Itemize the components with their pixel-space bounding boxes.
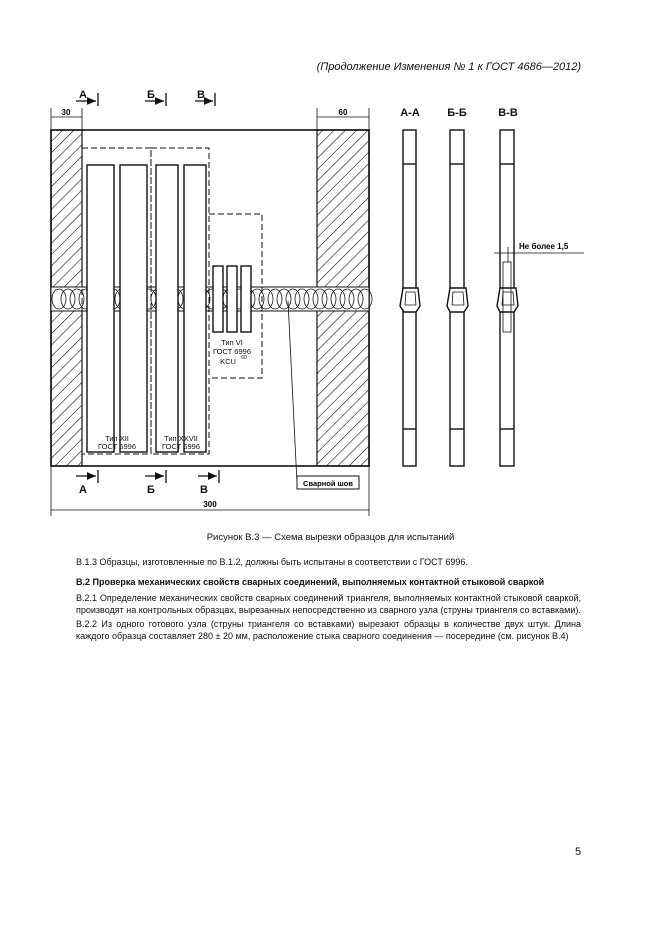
section-label-bottom-b: Б [147, 484, 155, 496]
paragraph-b21: В.2.1 Определение механических свойств с… [76, 593, 581, 615]
dimension-right [316, 108, 370, 130]
section-markers-bottom [76, 470, 220, 483]
dimension-total [50, 466, 370, 516]
note-max-leader [494, 247, 584, 262]
section-view-aa [399, 129, 421, 467]
dimension-total-value: 300 [203, 500, 217, 509]
section-markers-top [76, 93, 216, 106]
view-title-aa: А-А [400, 107, 420, 119]
weld-label: Сварной шов [303, 479, 353, 488]
specimens-type-xii [86, 164, 148, 453]
page-number: 5 [575, 846, 582, 858]
label-tip-vi-2: ГОСТ 6996 [213, 347, 251, 356]
note-max: Не более 1,5 [519, 242, 569, 251]
dimension-left-value: 30 [62, 108, 71, 117]
label-tip-xii-2: ГОСТ 6996 [98, 442, 136, 451]
specimens-type-vi [212, 265, 252, 333]
view-title-bb: Б-Б [447, 107, 467, 119]
cut-zone-1 [81, 147, 152, 455]
section-label-bottom-v: В [200, 484, 208, 496]
dimension-left [50, 108, 83, 130]
dimension-right-value: 60 [339, 108, 348, 117]
cut-zone-2 [150, 147, 210, 455]
label-tip-xxvii-2: ГОСТ 6996 [162, 442, 200, 451]
paragraph-b22: В.2.2 Из одного готового узла (струны тр… [76, 619, 581, 641]
header-continuation: (Продолжение Изменения № 1 к ГОСТ 4686—2… [316, 61, 581, 73]
label-kcu-superscript: 60 [241, 355, 247, 361]
section-heading-b2: В.2 Проверка механических свойств сварны… [76, 577, 545, 587]
figure-caption: Рисунок В.3 — Схема вырезки образцов для… [206, 532, 455, 543]
section-label-top-b: Б [147, 89, 155, 101]
view-title-vv: В-В [498, 107, 518, 119]
cut-zone-3 [209, 213, 263, 379]
section-view-vv [496, 129, 519, 467]
weld-label-box [296, 475, 360, 490]
label-tip-vi-3: KCU [220, 357, 236, 366]
label-tip-xxvii-1: Тип XXVII [164, 434, 198, 443]
section-label-top-v: В [197, 89, 205, 101]
label-tip-vi-1: Тип VI [221, 338, 243, 347]
text-block: В.1.3 Образцы, изготовленные по В.1.2, д… [76, 556, 581, 642]
cutting-scheme-figure: Тип XII ГОСТ 6996 Тип XXVII ГОСТ 6996 Ти… [50, 89, 584, 516]
weld-leader-line [287, 300, 298, 484]
specimens-type-xxvii [155, 164, 207, 453]
section-view-bb [446, 129, 469, 467]
section-label-top-a: А [79, 89, 87, 101]
section-label-bottom-a: А [79, 484, 87, 496]
paragraph-b13: В.1.3 Образцы, изготовленные по В.1.2, д… [76, 557, 468, 567]
label-tip-xii-1: Тип XII [105, 434, 129, 443]
